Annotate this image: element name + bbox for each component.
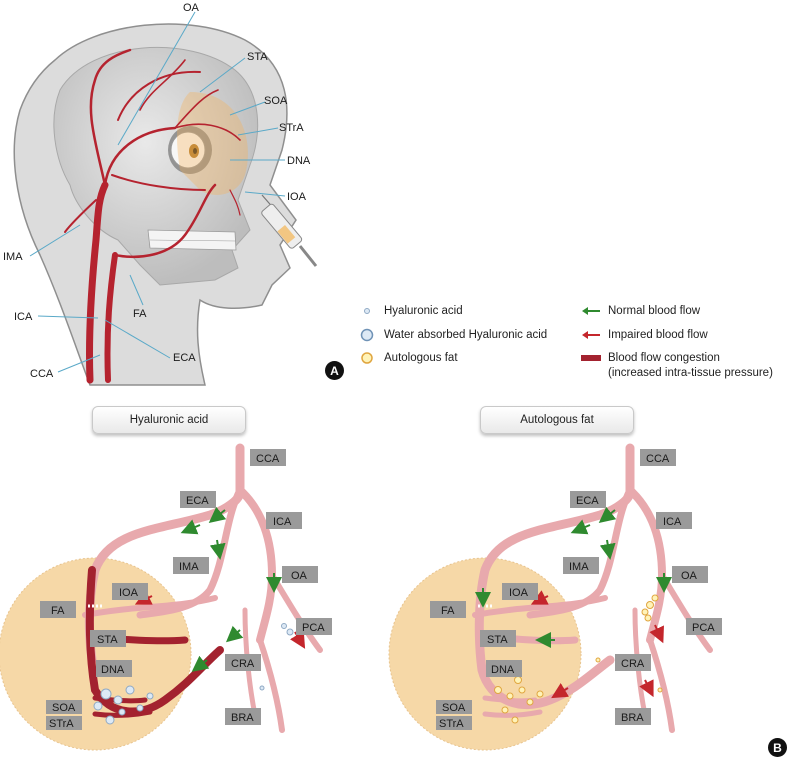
box-bra-left: BRA <box>231 712 254 724</box>
teeth <box>147 229 237 251</box>
box-eca-right: ECA <box>576 495 599 507</box>
panel-title-hyaluronic: Hyaluronic acid <box>92 406 246 434</box>
legend-item-normal-flow: Normal blood flow <box>580 302 700 320</box>
box-sta-right: STA <box>487 634 508 646</box>
label-fa-a: FA <box>133 308 147 320</box>
box-fa-right: FA <box>441 605 455 617</box>
box-soa-right: SOA <box>442 702 466 714</box>
box-dna-left: DNA <box>101 664 125 676</box>
box-cca-right: CCA <box>646 453 670 465</box>
box-cra-right: CRA <box>621 658 645 670</box>
head-illustration: OA STA SOA STrA DNA IOA IMA FA ICA ECA C… <box>3 2 318 386</box>
panel-title-autologous: Autologous fat <box>480 406 634 434</box>
box-bra-right: BRA <box>621 712 644 724</box>
label-oa-a: OA <box>183 2 200 14</box>
box-cra-left: CRA <box>231 658 255 670</box>
legend-item-congestion: Blood flow congestion (increased intra-t… <box>580 349 773 379</box>
legend-label-fat: Autologous fat <box>384 352 458 364</box>
schematic-right: CCA ECA ICA IMA OA IOA FA PCA STA CRA DN… <box>388 443 722 751</box>
box-eca-left: ECA <box>186 495 209 507</box>
schematic-left: CCA ECA ICA IMA OA IOA FA PCA STA CRA DN… <box>0 443 332 751</box>
autologous-fat-icon <box>356 350 378 366</box>
label-ioa-a: IOA <box>287 191 307 203</box>
box-pca-left: PCA <box>302 622 325 634</box>
label-dna-a: DNA <box>287 155 311 167</box>
legend-item-water-ha: Water absorbed Hyaluronic acid <box>356 326 547 344</box>
box-pca-right: PCA <box>692 622 715 634</box>
skull <box>53 47 259 286</box>
hyaluronic-acid-dot-icon <box>356 303 378 319</box>
box-fa-left: FA <box>51 605 65 617</box>
label-sta-a: STA <box>247 51 268 63</box>
legend-label-impaired-flow: Impaired blood flow <box>608 329 708 341</box>
green-arrow-icon <box>580 303 602 319</box>
label-stra-a: STrA <box>279 122 304 134</box>
legend-label-congestion-sub: (increased intra-tissue pressure) <box>608 367 773 379</box>
syringe <box>261 194 318 267</box>
leader-lines <box>29 11 286 373</box>
legend: Hyaluronic acid Water absorbed Hyaluroni… <box>350 296 790 386</box>
box-ima-left: IMA <box>179 561 199 573</box>
label-boxes-left <box>40 449 332 730</box>
panel-a-badge: A <box>325 361 344 380</box>
legend-label-hyaluronic: Hyaluronic acid <box>384 305 463 317</box>
label-cca-a: CCA <box>30 368 54 380</box>
legend-label-normal-flow: Normal blood flow <box>608 305 701 317</box>
box-ioa-right: IOA <box>509 587 529 599</box>
box-stra-left: STrA <box>49 718 74 730</box>
box-soa-left: SOA <box>52 702 76 714</box>
eyeball <box>170 131 206 169</box>
label-eca-a: ECA <box>173 352 196 364</box>
label-soa-a: SOA <box>264 95 288 107</box>
artery-tree <box>64 48 241 384</box>
box-oa-left: OA <box>291 570 308 582</box>
legend-item-hyaluronic: Hyaluronic acid <box>356 302 463 320</box>
box-sta-left: STA <box>97 634 118 646</box>
box-oa-right: OA <box>681 570 698 582</box>
injection-zone <box>177 92 248 195</box>
panel-b-badge: B <box>768 738 787 757</box>
box-ica-left: ICA <box>273 516 292 528</box>
water-absorbed-ha-icon <box>356 327 378 343</box>
legend-label-water-ha: Water absorbed Hyaluronic acid <box>384 329 548 341</box>
congestion-bar-icon <box>580 350 602 366</box>
box-ioa-left: IOA <box>119 587 139 599</box>
box-cca-left: CCA <box>256 453 280 465</box>
box-ica-right: ICA <box>663 516 682 528</box>
box-stra-right: STrA <box>439 718 464 730</box>
legend-label-congestion: Blood flow congestion <box>608 352 720 364</box>
red-arrow-icon <box>580 327 602 343</box>
label-ica-a: ICA <box>14 311 33 323</box>
label-ima-a: IMA <box>3 251 23 263</box>
box-dna-right: DNA <box>491 664 515 676</box>
legend-item-fat: Autologous fat <box>356 349 458 367</box>
box-ima-right: IMA <box>569 561 589 573</box>
legend-item-impaired-flow: Impaired blood flow <box>580 326 708 344</box>
label-boxes-right <box>430 449 722 730</box>
